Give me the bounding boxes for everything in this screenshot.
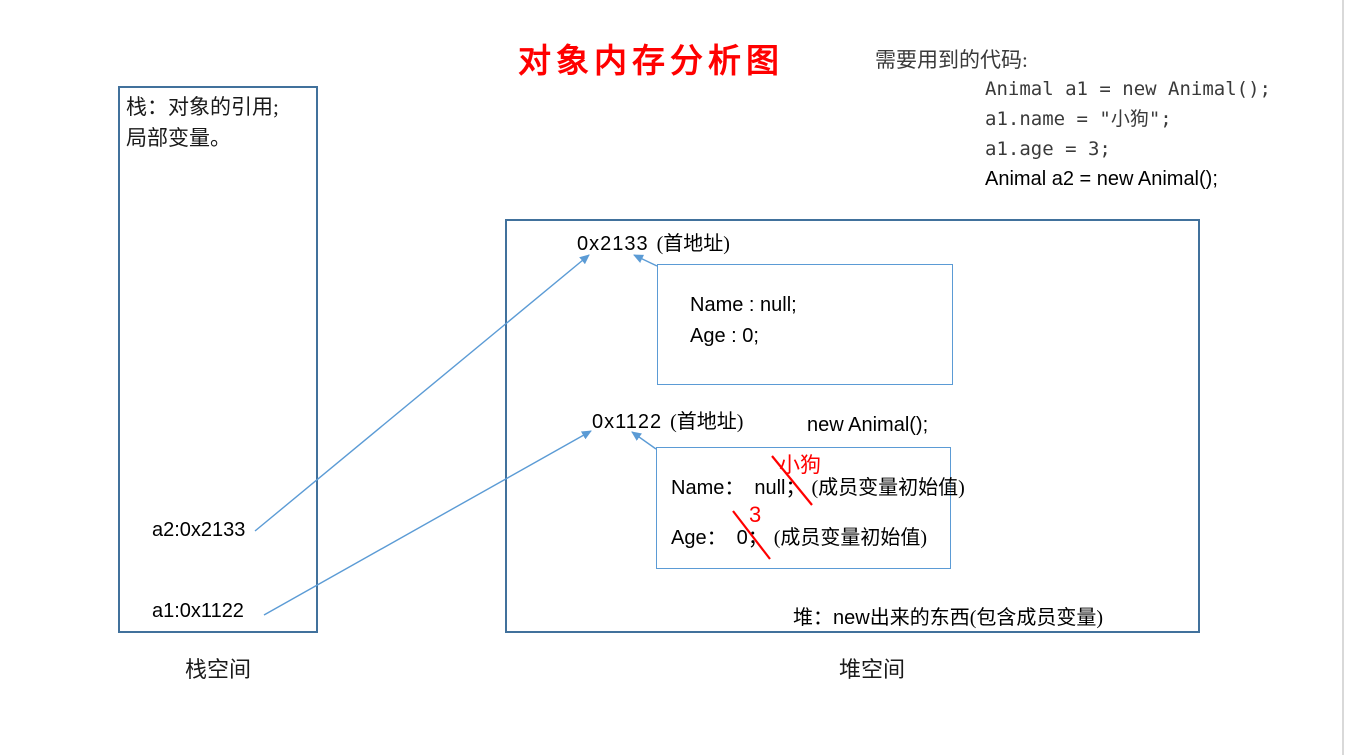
address-value: 0x2133 [577, 233, 649, 255]
page-title: 对象内存分析图 [518, 44, 784, 80]
address-suffix: (首地址) [656, 233, 730, 255]
field-note: (成员变量初始值) [773, 527, 928, 549]
code-line-3: a1.age = 3; [985, 138, 1111, 160]
stack-note-line-1: 栈：对象的引用; [126, 95, 279, 119]
stack-note-line-2: 局部变量。 [126, 126, 231, 150]
object1-fields: Name : null; Age : 0; [690, 290, 797, 352]
object1-field-age: Age : 0; [690, 325, 759, 347]
address-value: 0x1122 [592, 411, 663, 433]
heap-note-keyword: new [833, 607, 870, 629]
stack-entry-a2: a2:0x2133 [152, 519, 246, 541]
object1-box [657, 264, 953, 385]
heap-address-0x1122: 0x1122 (首地址) [592, 405, 743, 434]
heap-space-label: 堆空间 [838, 657, 905, 682]
stack-box [118, 86, 318, 633]
field-label: Name： [671, 477, 745, 499]
overwrite-value-name: 小狗 [779, 453, 821, 477]
stack-entry-a1: a1:0x1122 [152, 600, 244, 622]
code-panel-heading: 需要用到的代码: [875, 48, 1028, 72]
object2-field-age: Age： 0；(成员变量初始值) [671, 521, 927, 550]
stack-note: 栈：对象的引用; 局部变量。 [126, 92, 314, 154]
code-panel: Animal a1 = new Animal(); a1.name = "小狗"… [985, 74, 1271, 194]
code-line-1: Animal a1 = new Animal(); [985, 78, 1271, 100]
field-initial-value: null； [754, 477, 806, 499]
code-line-4: Animal a2 = new Animal(); [985, 168, 1218, 190]
code-line-2: a1.name = "小狗"; [985, 108, 1172, 130]
heap-note-suffix: 出来的东西(包含成员变量) [869, 607, 1104, 629]
stack-space-label: 栈空间 [184, 657, 251, 682]
heap-address-0x2133: 0x2133 (首地址) [577, 227, 730, 256]
object2-box [656, 447, 951, 569]
heap-note-prefix: 堆： [793, 607, 833, 629]
new-animal-caption: new Animal(); [807, 414, 929, 436]
page-edge-divider [1342, 0, 1344, 755]
field-initial-value: 0； [736, 527, 768, 549]
heap-note: 堆：new出来的东西(包含成员变量) [793, 601, 1103, 630]
field-note: (成员变量初始值) [811, 477, 965, 499]
address-suffix: (首地址) [670, 411, 744, 433]
overwrite-value-age: 3 [749, 502, 762, 527]
field-label: Age： [671, 527, 727, 549]
object1-field-name: Name : null; [690, 294, 797, 316]
